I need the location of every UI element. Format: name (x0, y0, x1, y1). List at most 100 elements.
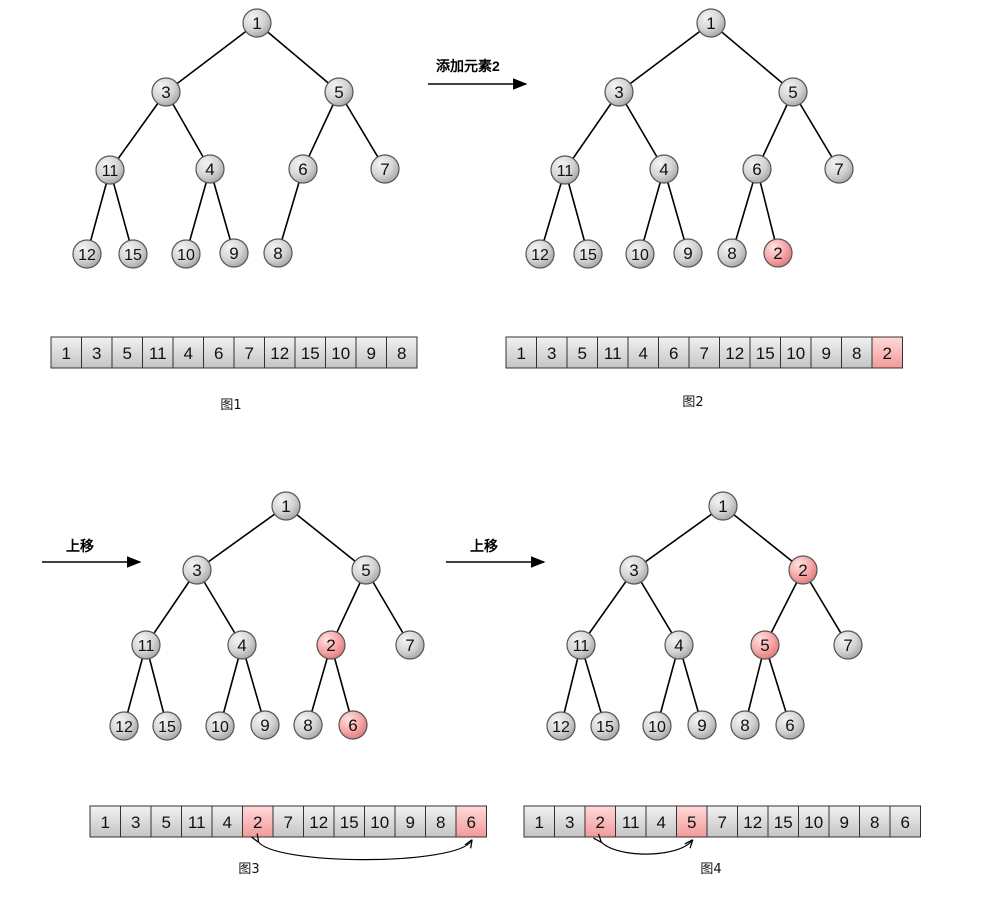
array-cell-value: 1 (517, 344, 526, 363)
figure-caption: 图1 (220, 398, 241, 413)
heap-node-value: 6 (785, 716, 794, 735)
heap-node-value: 12 (531, 247, 549, 264)
array-cell: 5 (566, 336, 598, 369)
heap-node-circle (525, 239, 555, 269)
heap-node-circle (750, 630, 780, 660)
array-cell-box (142, 336, 174, 369)
heap-node: 1 (696, 8, 726, 38)
heap-node: 6 (742, 154, 772, 184)
array-cell-value: 10 (331, 344, 350, 363)
heap-node-value: 9 (697, 716, 706, 735)
heap-node: 3 (151, 77, 181, 107)
heap-node: 3 (182, 555, 212, 585)
array-cell: 8 (425, 805, 457, 838)
array-cell: 4 (172, 336, 204, 369)
array-cell-value: 10 (804, 813, 823, 832)
array-cell-value: 8 (397, 344, 406, 363)
array-cell-box (828, 805, 860, 838)
heap-node-value: 9 (229, 244, 238, 263)
heap-node: 7 (833, 630, 863, 660)
tree-edge (639, 168, 665, 255)
array-cell-value: 7 (700, 344, 709, 363)
array-cell-highlighted: 6 (455, 805, 487, 838)
heap-node: 12 (72, 239, 102, 269)
array-cell-box (89, 805, 121, 838)
array-cell: 4 (645, 805, 677, 838)
heap-node-circle (195, 154, 225, 184)
heap-node-value: 11 (138, 638, 155, 655)
array-cell-highlighted: 2 (584, 805, 616, 838)
heap-node-value: 9 (683, 244, 692, 263)
array-cell-value: 12 (743, 813, 762, 832)
tree-edge (618, 91, 665, 170)
array-cell: 12 (264, 336, 296, 369)
heap-node-circle (573, 239, 603, 269)
array-cell-box (50, 336, 82, 369)
array-cell: 10 (798, 805, 830, 838)
array-cell: 4 (211, 805, 243, 838)
array-cell: 15 (333, 805, 365, 838)
heap-node: 7 (395, 630, 425, 660)
array-cell-box (181, 805, 213, 838)
tree-edge (722, 505, 804, 571)
heap-node-circle (171, 239, 201, 269)
heap-node: 4 (649, 154, 679, 184)
heap-node: 1 (271, 491, 301, 521)
array-cell-box (780, 336, 812, 369)
array-cell-highlighted: 2 (242, 805, 274, 838)
heap-node-value: 12 (115, 719, 133, 736)
array-cell-value: 12 (309, 813, 328, 832)
tree-edge (618, 22, 712, 93)
heap-node-circle (708, 491, 738, 521)
array-cell: 7 (233, 336, 265, 369)
step-arrow-add-label: 添加元素2 (436, 58, 500, 74)
heap-node-value: 3 (192, 561, 201, 580)
array-cell: 9 (394, 805, 426, 838)
heap-node-circle (316, 630, 346, 660)
array-cell-value: 9 (406, 813, 415, 832)
heap-node-value: 15 (579, 247, 597, 264)
array-cell-box (554, 805, 586, 838)
array-cell: 5 (150, 805, 182, 838)
heap-node-highlighted: 2 (316, 630, 346, 660)
array-cell-value: 10 (370, 813, 389, 832)
tree-edge (145, 569, 198, 646)
heap-node-circle (109, 711, 139, 741)
tree-edge (710, 22, 794, 93)
heap-node-value: 2 (773, 244, 782, 263)
array-cell: 3 (554, 805, 586, 838)
heap-node-circle (288, 154, 318, 184)
array-cell: 9 (810, 336, 842, 369)
heap-node: 15 (573, 239, 603, 269)
array-cell-box (688, 336, 720, 369)
heap-node-circle (182, 555, 212, 585)
array-cell: 11 (615, 805, 647, 838)
heap-node-value: 1 (706, 14, 715, 33)
array-cell-box (767, 805, 799, 838)
step-arrow-up-2-label: 上移 (470, 538, 498, 554)
heap-node: 12 (525, 239, 555, 269)
heap-node-circle (778, 77, 808, 107)
step-arrow-up-1: 上移 (42, 538, 142, 568)
array-cell-box (264, 336, 296, 369)
array-cell: 7 (706, 805, 738, 838)
array-cell-box (627, 336, 659, 369)
heap-node-circle (338, 710, 368, 740)
array-cell-box (203, 336, 235, 369)
swap-connector (258, 841, 472, 861)
heap-node: 10 (171, 239, 201, 269)
heap-node-circle (395, 630, 425, 660)
array-cell-value: 7 (245, 344, 254, 363)
array-cell-box (272, 805, 304, 838)
array-cell-value: 8 (436, 813, 445, 832)
heap-node-value: 2 (798, 561, 807, 580)
heap-node-circle (550, 155, 580, 185)
heap-node: 11 (550, 155, 580, 185)
array-cell-value: 6 (669, 344, 678, 363)
array-cell-value: 4 (223, 813, 232, 832)
swap-connector (600, 841, 692, 855)
heap-node-highlighted: 2 (763, 238, 793, 268)
array-cell-value: 1 (101, 813, 110, 832)
